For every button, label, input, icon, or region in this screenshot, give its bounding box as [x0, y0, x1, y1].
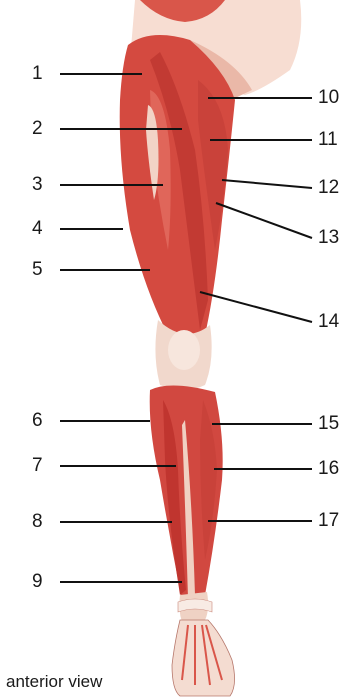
- label-8: 8: [32, 512, 43, 532]
- label-16: 16: [318, 459, 339, 479]
- label-6: 6: [32, 411, 43, 431]
- leader-line-12: [222, 180, 312, 188]
- label-15: 15: [318, 414, 339, 434]
- label-2: 2: [32, 119, 43, 139]
- label-5: 5: [32, 260, 43, 280]
- leader-line-13: [216, 203, 312, 238]
- label-4: 4: [32, 219, 43, 239]
- label-3: 3: [32, 175, 43, 195]
- label-12: 12: [318, 178, 339, 198]
- label-7: 7: [32, 456, 43, 476]
- label-14: 14: [318, 312, 339, 332]
- label-13: 13: [318, 228, 339, 248]
- label-17: 17: [318, 511, 339, 531]
- patella: [168, 330, 200, 370]
- label-1: 1: [32, 64, 43, 84]
- view-caption: anterior view: [6, 672, 102, 692]
- label-9: 9: [32, 572, 43, 592]
- label-11: 11: [318, 130, 338, 150]
- leader-line-14: [200, 292, 312, 322]
- label-10: 10: [318, 88, 339, 108]
